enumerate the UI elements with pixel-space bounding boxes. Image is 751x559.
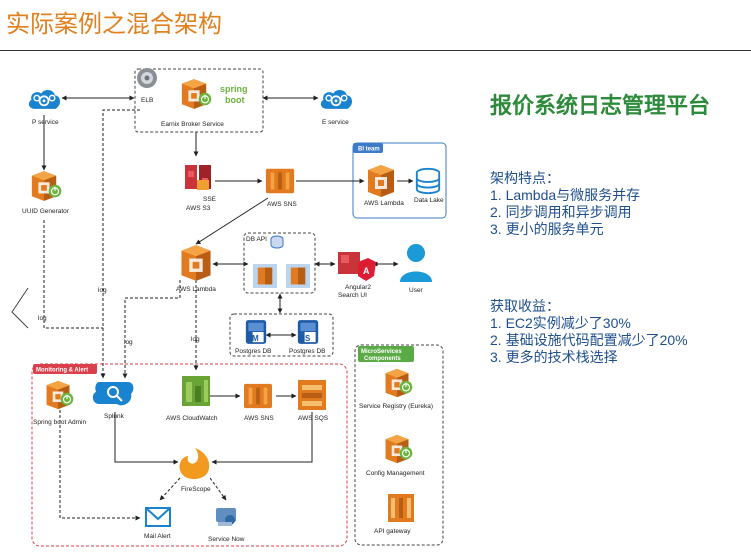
config-springboot-icon [399,446,413,460]
mail-alert-icon [145,507,171,527]
postgres-db-label-2: Postgres DB [289,348,326,355]
link-sns-lambda-main [195,197,269,245]
p-service-label: P service [32,119,59,126]
dash-uuid-log [43,220,103,329]
registry-springboot-icon [399,380,413,394]
features-title: 架构特点： [490,170,560,186]
angular-icon: A [338,252,376,281]
config-label: Config Management [366,470,425,477]
postgres-frame [229,313,334,357]
feature-item: 2. 同步调用和异步调用 [490,204,632,220]
servicenow-icon [216,508,236,526]
user-icon [400,244,432,282]
s3-label: AWS S3 [186,205,211,212]
benefit-item: 2. 基础设施代码配置减少了20% [490,332,688,348]
api-gateway-label: API gateway [374,528,411,535]
feature-item: 1. Lambda与微服务并存 [490,187,641,203]
log-label-2: log [38,315,47,322]
servicenow-label: Service Now [208,536,245,543]
benefits-panel: 获取收益： 1. EC2实例减少了30% 2. 基础设施代码配置减少了20% 3… [490,298,688,366]
microservices-label-1: MicroServices [361,349,402,355]
dash-broker-splunk [100,109,140,379]
feature-item: 3. 更小的服务单元 [490,221,604,237]
broker-springboot-icon [198,92,212,106]
offscreen-link-mark [11,287,29,329]
log-label-1: log [98,287,107,294]
benefits-title: 获取收益： [490,298,560,314]
uuid-springboot-icon [48,184,62,198]
uuid-label: UUID Generator [22,208,70,215]
svg-text:S: S [305,334,311,343]
splunk-label: Splunk [104,413,125,420]
firescope-label: FireScope [181,486,211,493]
dash-admin-mail [59,410,141,521]
s3-icon [185,165,211,190]
spring-admin-label: Spring boot Admin [33,419,87,426]
search-ui-label: Search UI [338,292,367,299]
sns-mid-icon [244,383,272,409]
spring-admin-springboot-icon [60,392,74,406]
link-sqs-firescope [211,412,313,465]
microservices-label-2: Components [364,356,401,362]
microservices-frame [354,344,444,546]
bi-team-label: BI team [358,147,380,153]
lambda-main-label: AWS Lambda [176,286,216,293]
data-lake-label: Data Lake [414,197,444,204]
link-splunk-firescope [114,412,179,465]
lambda-main-icon [181,245,211,281]
elb-label: ELB [141,97,153,104]
data-lake-icon [415,167,441,195]
postgres-db-label-1: Postgres DB [235,348,272,355]
microservices-badge [358,346,414,362]
db-api-lambda-icon-2 [286,264,310,288]
benefit-item: 3. 更多的技术栈选择 [490,349,618,365]
monitoring-label: Monitoring & Alert [36,368,88,374]
platform-heading: 报价系统日志管理平台 [490,93,711,118]
e-service-cloud-icon [319,89,354,110]
p-service-cloud-icon [27,89,62,110]
cloudwatch-label: AWS CloudWatch [166,415,218,422]
lambda-bi-label: AWS Lambda [364,200,404,207]
angular-label: Angular2 [345,284,371,291]
dash-lambda-splunk [122,280,181,379]
svg-text:M: M [252,334,259,343]
lambda-bi-icon [368,165,394,197]
broker-label: Earnix Broker Service [161,121,224,128]
dash-firescope-servicenow [209,477,227,501]
e-service-label: E service [322,119,349,126]
sns-top-label: AWS SNS [267,201,297,208]
broker-group-frame [134,68,264,133]
db-api-lambda-icon-1 [253,264,277,288]
db-api-label: DB API [246,236,267,243]
db-api-hub-icon [270,235,284,249]
dash-firescope-mail [159,477,181,501]
s3-sse-label: SSE [203,196,217,203]
sqs-icon [298,380,326,410]
sns-top-icon [265,168,295,194]
elb-gear-icon [137,68,157,88]
benefit-item: 1. EC2实例减少了30% [490,315,631,331]
title-divider [0,50,751,51]
api-gateway-icon [388,494,414,522]
splunk-search-icon [92,382,134,406]
sqs-label: AWS SQS [298,415,329,422]
user-label: User [409,287,424,294]
log-label-3: log [124,339,133,346]
monitoring-badge [33,364,97,374]
svg-text:A: A [363,266,370,276]
page-title: 实际案例之混合架构 [6,11,222,38]
bi-team-badge [353,143,383,153]
registry-label: Service Registry (Eureka) [359,403,433,410]
log-label-4: log [191,336,200,343]
spring-boot-text-1: spring [220,84,248,94]
firescope-flame-icon [179,448,210,480]
mail-alert-label: Mail Alert [144,533,171,540]
cloudwatch-icon [182,376,210,406]
sns-mid-label: AWS SNS [244,415,274,422]
features-panel: 架构特点： 1. Lambda与微服务并存 2. 同步调用和异步调用 3. 更小… [490,170,640,238]
spring-boot-text-2: boot [225,95,245,105]
